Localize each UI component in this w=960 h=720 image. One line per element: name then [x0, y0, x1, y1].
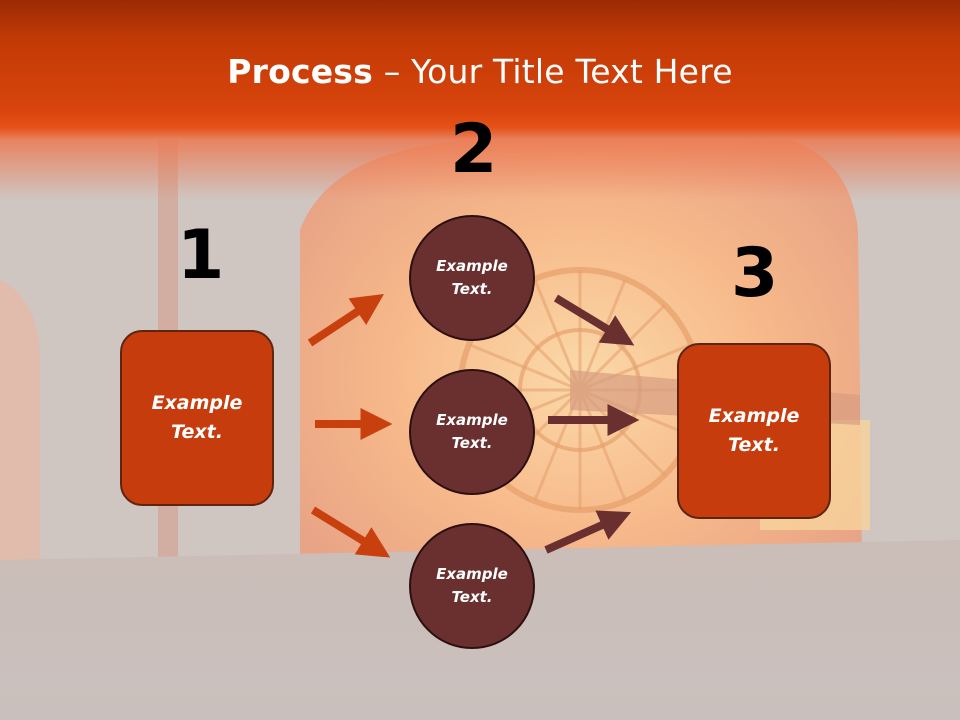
title-dash: –: [373, 52, 412, 91]
step-number-1: 1: [177, 216, 225, 295]
arrow-2a-to-3: [553, 294, 635, 346]
step-3-box: Example Text.: [677, 343, 831, 519]
slide-title: Process – Your Title Text Here: [0, 52, 960, 91]
step-3-text: Example Text.: [708, 405, 800, 456]
step-1-box: Example Text.: [120, 330, 274, 506]
step-number-3: 3: [731, 234, 779, 313]
arrow-1-to-2c: [310, 506, 391, 558]
title-banner: [0, 0, 960, 200]
step-2-circle-top: Example Text.: [409, 215, 535, 341]
step-2-circle-bottom: Example Text.: [409, 523, 535, 649]
step-1-text: Example Text.: [151, 392, 243, 443]
step-number-2: 2: [450, 110, 498, 189]
title-rest: Your Title Text Here: [411, 52, 733, 91]
title-bold: Process: [227, 52, 373, 91]
arrow-1-to-2a: [307, 294, 385, 347]
step-2-text-middle: Example Text.: [436, 411, 508, 452]
step-2-text-top: Example Text.: [436, 257, 508, 298]
step-2-text-bottom: Example Text.: [436, 565, 508, 606]
arrow-2c-to-3: [544, 510, 632, 554]
step-2-circle-middle: Example Text.: [409, 369, 535, 495]
